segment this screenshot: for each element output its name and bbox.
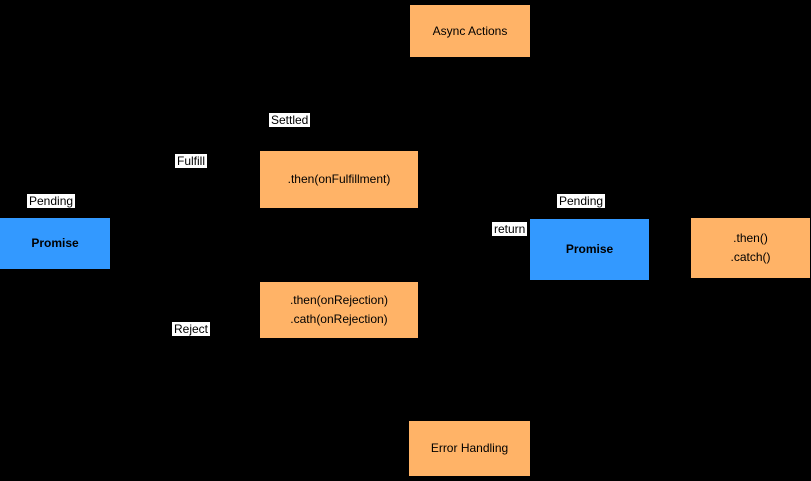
- node-then-rejection-line1: .then(onRejection): [289, 293, 389, 307]
- edge-label-fulfill: Fulfill: [175, 154, 208, 168]
- node-then-catch-line1: .then(): [733, 231, 768, 245]
- edge-label-reject: Reject: [172, 322, 211, 336]
- node-then-fulfillment-label: .then(onFulfillment): [287, 172, 391, 186]
- node-then-rejection-line2: .cath(onRejection): [290, 312, 388, 326]
- node-promise-left: Promise: [0, 218, 110, 269]
- node-promise-right-label: Promise: [565, 242, 614, 256]
- node-error-handling-label: Error Handling: [430, 441, 509, 455]
- edge-label-settled: Settled: [269, 113, 311, 127]
- edge-label-return-text: return: [494, 222, 526, 236]
- edge-label-return: return: [492, 222, 528, 236]
- node-then-rejection: .then(onRejection) .cath(onRejection): [260, 282, 418, 338]
- node-then-fulfillment: .then(onFulfillment): [260, 151, 418, 208]
- node-promise-right: Promise: [530, 219, 649, 280]
- node-promise-left-label: Promise: [31, 236, 79, 250]
- node-then-catch: .then() .catch(): [691, 218, 810, 278]
- edge-label-pending-left-text: Pending: [29, 194, 74, 208]
- node-error-handling: Error Handling: [409, 421, 530, 476]
- edge-label-settled-text: Settled: [271, 113, 309, 127]
- edge-label-pending-right-text: Pending: [559, 194, 604, 208]
- edge-label-fulfill-text: Fulfill: [177, 154, 206, 168]
- node-async-actions: Async Actions: [410, 5, 530, 57]
- edge-label-pending-left: Pending: [27, 194, 76, 208]
- edge-label-pending-right: Pending: [557, 194, 606, 208]
- node-then-catch-line2: .catch(): [730, 250, 771, 264]
- node-async-actions-label: Async Actions: [432, 23, 508, 38]
- edge-label-reject-text: Reject: [174, 322, 209, 336]
